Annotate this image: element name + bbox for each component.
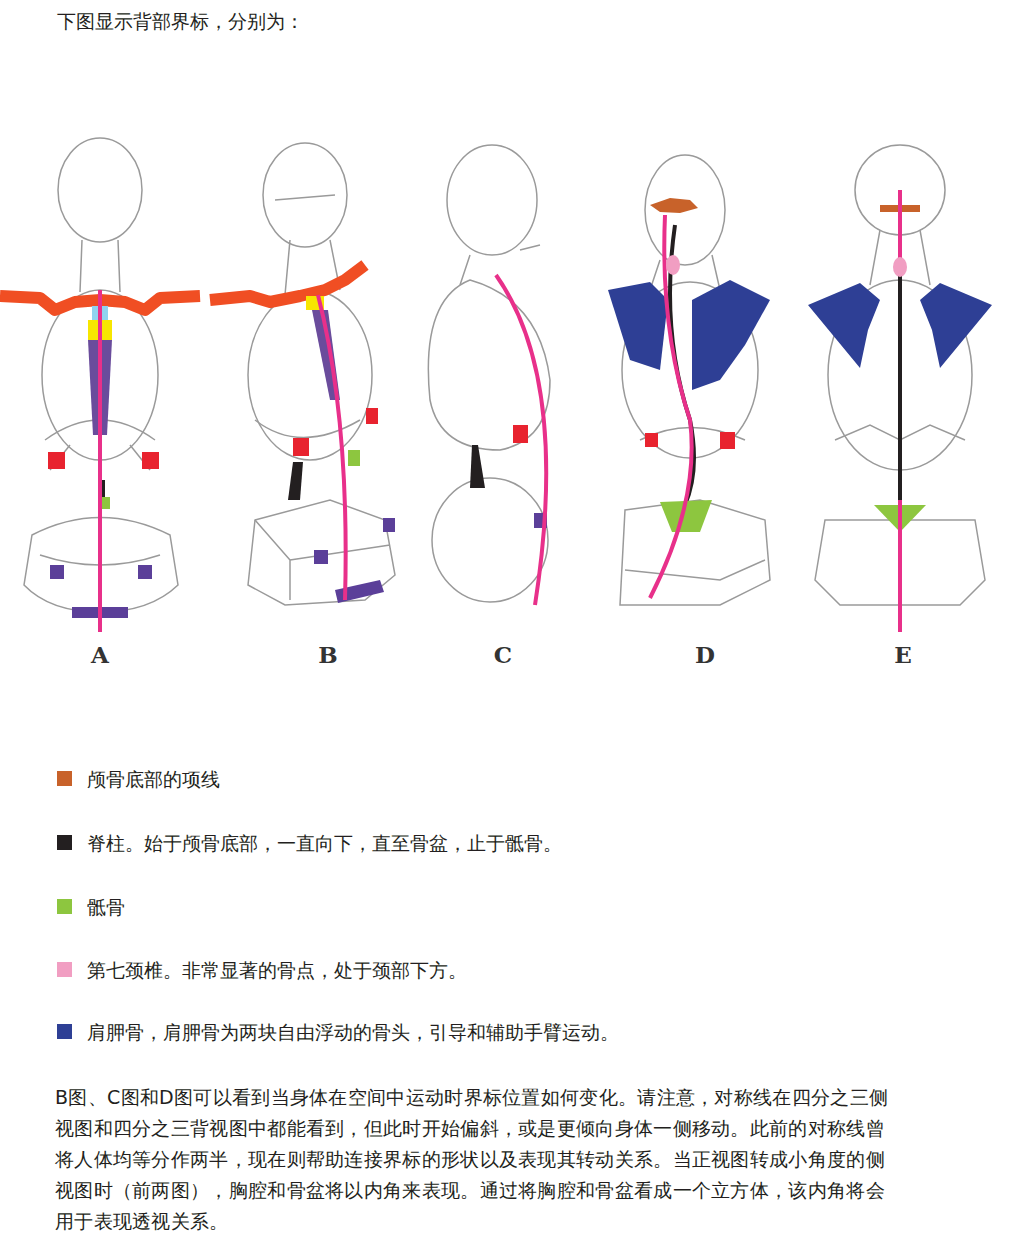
legend-text: 骶骨 [87,896,125,918]
body-paragraph: B图、C图和D图可以看到当身体在空间中运动时界标位置如何变化。请注意，对称线在四… [55,1082,900,1237]
legend-text: 第七颈椎。非常显著的骨点，处于颈部下方。 [87,959,467,981]
legend-text: 肩胛骨，肩胛骨为两块自由浮动的骨头，引导和辅助手臂运动。 [87,1021,619,1043]
legend-text: 颅骨底部的项线 [87,768,220,790]
legend-swatch [57,1024,72,1039]
figure-letter: C [483,641,523,669]
figure-letter: E [883,641,923,669]
figure-letter: D [685,641,725,669]
page-intro: 下图显示背部界标，分别为： [57,8,304,34]
legend-row: 第七颈椎。非常显著的骨点，处于颈部下方。 [57,955,957,985]
legend-swatch [57,771,72,786]
legend-row: 骶骨 [57,892,957,922]
legend-swatch [57,899,72,914]
legend-row: 颅骨底部的项线 [57,764,957,794]
figure-letter: B [308,641,348,669]
legend-swatch [57,835,72,850]
figure-letter: A [80,641,120,669]
legend-text: 脊柱。始于颅骨底部，一直向下，直至骨盆，止于骶骨。 [87,832,562,854]
legend-swatch [57,962,72,977]
legend-row: 脊柱。始于颅骨底部，一直向下，直至骨盆，止于骶骨。 [57,828,957,858]
legend-row: 肩胛骨，肩胛骨为两块自由浮动的骨头，引导和辅助手臂运动。 [57,1017,957,1047]
